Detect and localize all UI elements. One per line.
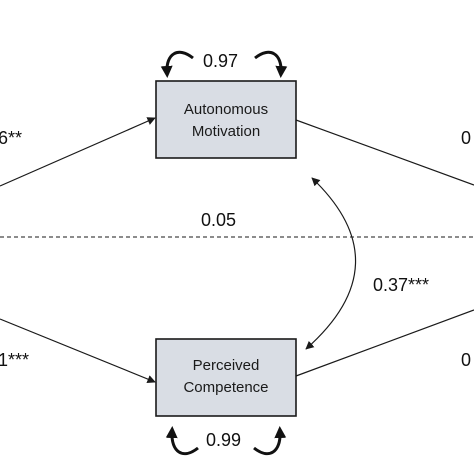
- competence-loop-left-arrow-icon: [165, 426, 199, 455]
- right-lower-path: [295, 309, 474, 377]
- left-upper-coefficient: 6**: [0, 128, 22, 148]
- left-lower-arrow: [0, 318, 156, 384]
- competence-variance-loop: 0.99: [165, 426, 287, 455]
- right-upper-path: [295, 119, 474, 186]
- competence-loop-right-arrow-icon: [253, 426, 287, 455]
- perceived-competence-line1: Perceived: [193, 357, 260, 374]
- perceived-competence-line2: Competence: [183, 379, 268, 396]
- right-upper-coefficient: 0: [461, 128, 471, 148]
- perceived-competence-node: Perceived Competence: [155, 338, 297, 417]
- autonomous-variance-label: 0.97: [203, 51, 238, 71]
- competence-variance-label: 0.99: [206, 430, 241, 450]
- autonomous-loop-right-arrow-icon: [254, 50, 288, 78]
- autonomous-motivation-node: Autonomous Motivation: [155, 80, 297, 159]
- left-upper-arrow: [0, 117, 156, 187]
- covariance-arrow: [305, 177, 357, 350]
- right-lower-coefficient: 0: [461, 350, 471, 370]
- autonomous-motivation-line1: Autonomous: [184, 101, 268, 118]
- covariance-coefficient: 0.37***: [373, 275, 429, 295]
- left-lower-coefficient: 1***: [0, 350, 29, 370]
- autonomous-motivation-line2: Motivation: [192, 123, 260, 140]
- autonomous-variance-loop: 0.97: [160, 50, 288, 78]
- separator-label: 0.05: [201, 210, 236, 230]
- autonomous-loop-left-arrow-icon: [160, 50, 194, 78]
